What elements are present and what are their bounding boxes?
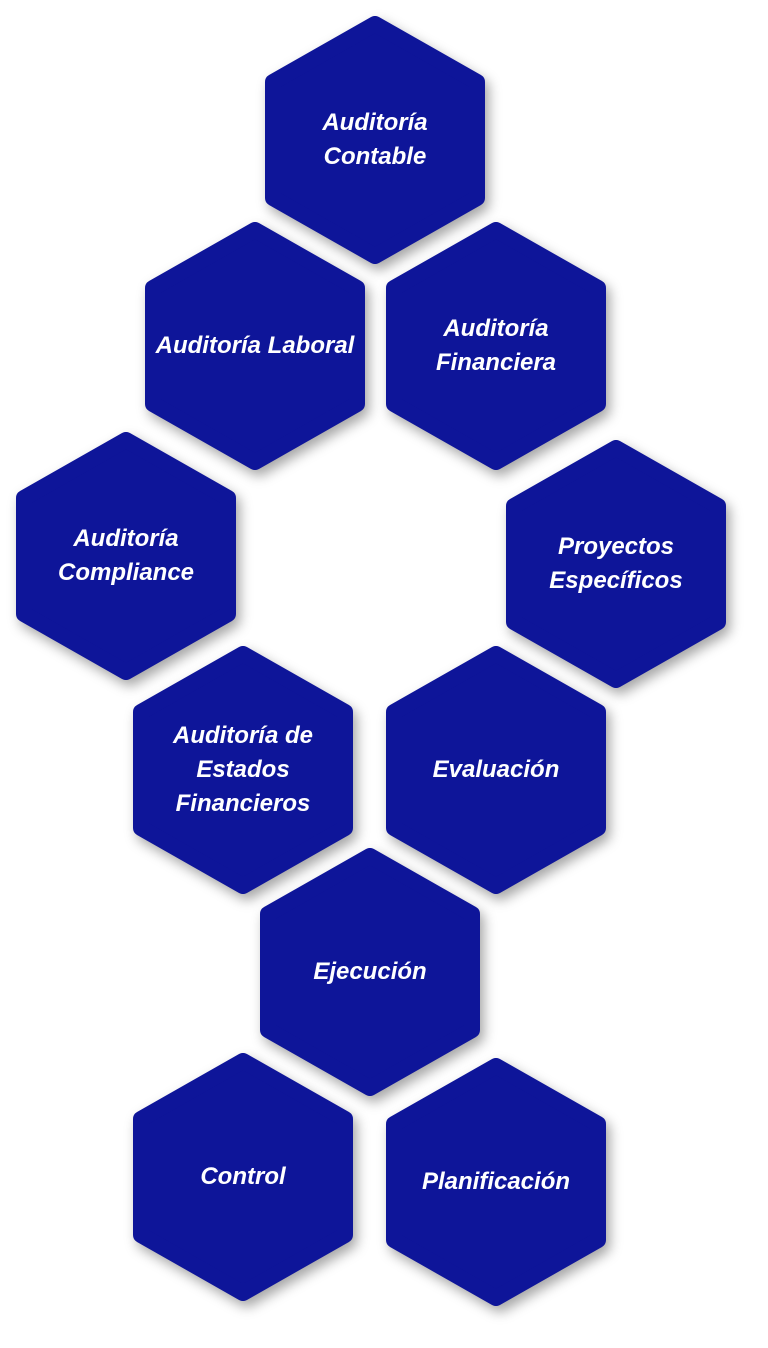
hexagon-shape (265, 16, 485, 264)
hexagon-planificacion: Planificación (386, 1058, 606, 1306)
hexagon-shape (260, 848, 480, 1096)
hexagon-label: Evaluación (432, 756, 560, 783)
hexagon-label: Control (200, 1163, 286, 1190)
hexagon-shape (386, 1058, 606, 1306)
hexagon-shape (386, 222, 606, 470)
hexagon-proyectos-especificos: Proyectos Específicos (506, 440, 726, 688)
hexagon-auditoria-contable: Auditoría Contable (265, 16, 485, 264)
hexagon-label: Auditoría Financiera (435, 315, 557, 376)
hexagon-auditoria-compliance: Auditoría Compliance (16, 432, 236, 680)
hexagon-shape (145, 222, 365, 470)
hexagon-label: Auditoría Laboral (155, 332, 355, 359)
hexagon-label: Ejecución (313, 958, 427, 985)
hexagon-label: Auditoría Contable (322, 109, 428, 170)
hexagon-label: Planificación (421, 1168, 571, 1195)
hexagon-shape (133, 1053, 353, 1301)
hexagon-ejecucion: Ejecución (260, 848, 480, 1096)
hexagon-auditoria-laboral: Auditoría Laboral (145, 222, 365, 470)
hexagon-auditoria-estados-financieros: Auditoría de Estados Financieros (133, 646, 353, 894)
hexagon-shape (16, 432, 236, 680)
hexagon-shape (133, 646, 353, 894)
hexagon-control: Control (133, 1053, 353, 1301)
hexagon-label: Proyectos Específicos (549, 533, 683, 594)
hexagon-shape (506, 440, 726, 688)
hexagon-shape (386, 646, 606, 894)
hexagon-label: Auditoría de Estados Financieros (172, 722, 313, 817)
hexagon-auditoria-financiera: Auditoría Financiera (386, 222, 606, 470)
hexagon-evaluacion: Evaluación (386, 646, 606, 894)
hexagon-label: Auditoría Compliance (57, 525, 195, 586)
